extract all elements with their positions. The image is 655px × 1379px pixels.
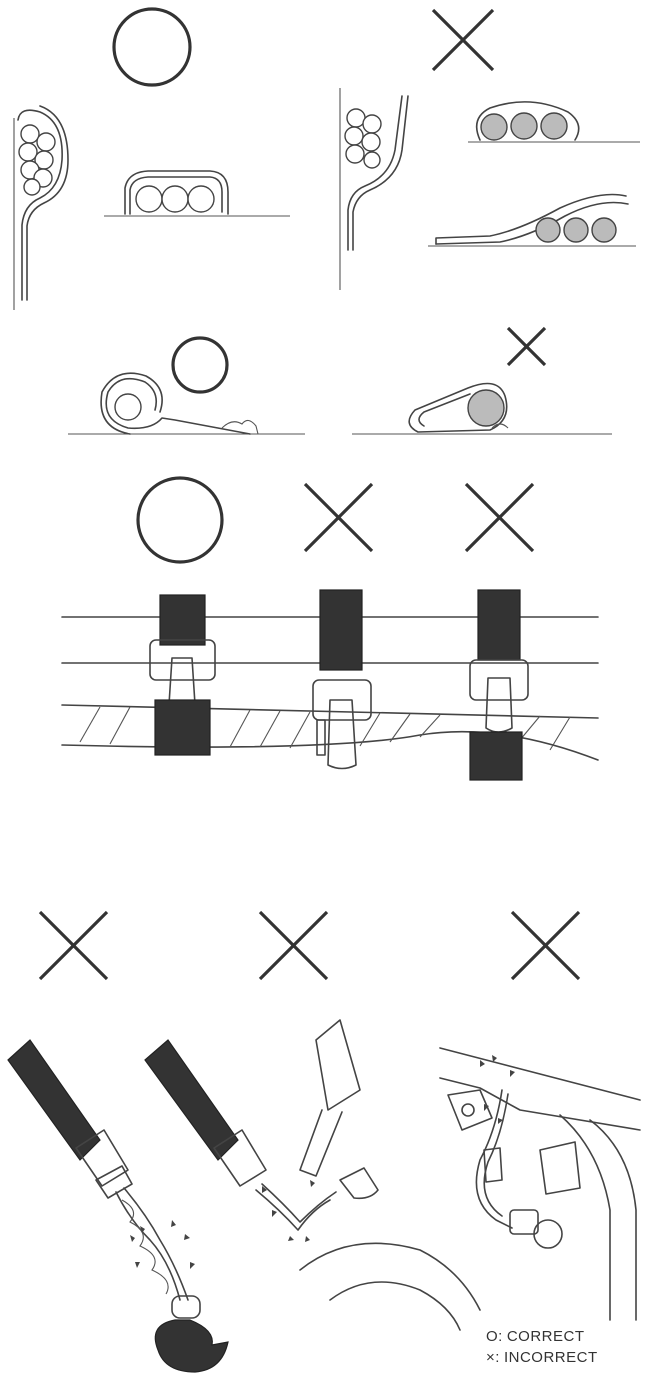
panel-clamp-hook: [68, 326, 612, 435]
correct-symbol: O:: [486, 1328, 503, 1345]
incorrect-hook-clamp: [352, 382, 612, 435]
routed-cable-illustration: [439, 1047, 641, 1321]
incorrect-symbol: ×:: [486, 1349, 500, 1366]
correct-label: CORRECT: [506, 1328, 585, 1345]
legend-incorrect: ×: INCORRECT: [486, 1347, 598, 1368]
correct-mark: [112, 7, 192, 87]
incorrect-clamp-squeezed: [468, 101, 640, 143]
panel-clamp-bundle: [13, 7, 640, 310]
pinched-cable-illustration: [144, 1019, 481, 1331]
incorrect-label: INCORRECT: [503, 1349, 598, 1366]
incorrect-mark: [303, 482, 374, 553]
incorrect-band-clip-2: [469, 589, 529, 781]
incorrect-mark: [506, 326, 547, 367]
incorrect-clamp-bundle: [339, 88, 409, 290]
incorrect-mark: [38, 910, 109, 981]
incorrect-mark: [258, 910, 329, 981]
legend: O: CORRECT ×: INCORRECT: [486, 1326, 598, 1368]
twisted-cable-illustration: [7, 1039, 229, 1373]
correct-hook-clamp: [68, 372, 305, 435]
incorrect-mark: [510, 910, 581, 981]
panel-band-clip: [61, 476, 599, 781]
correct-clamp-flat: [104, 170, 290, 217]
incorrect-clamp-loose: [428, 193, 636, 247]
legend-correct: O: CORRECT: [486, 1326, 598, 1347]
correct-band-clip: [149, 594, 216, 756]
incorrect-mark: [431, 8, 495, 72]
correct-clamp-bundle: [13, 105, 69, 310]
panel-cable-damage: [7, 910, 641, 1373]
correct-mark: [171, 336, 229, 394]
damage-marks: [130, 1055, 515, 1269]
incorrect-mark: [464, 482, 535, 553]
correct-mark: [136, 476, 224, 564]
incorrect-band-clip-1: [312, 589, 372, 770]
